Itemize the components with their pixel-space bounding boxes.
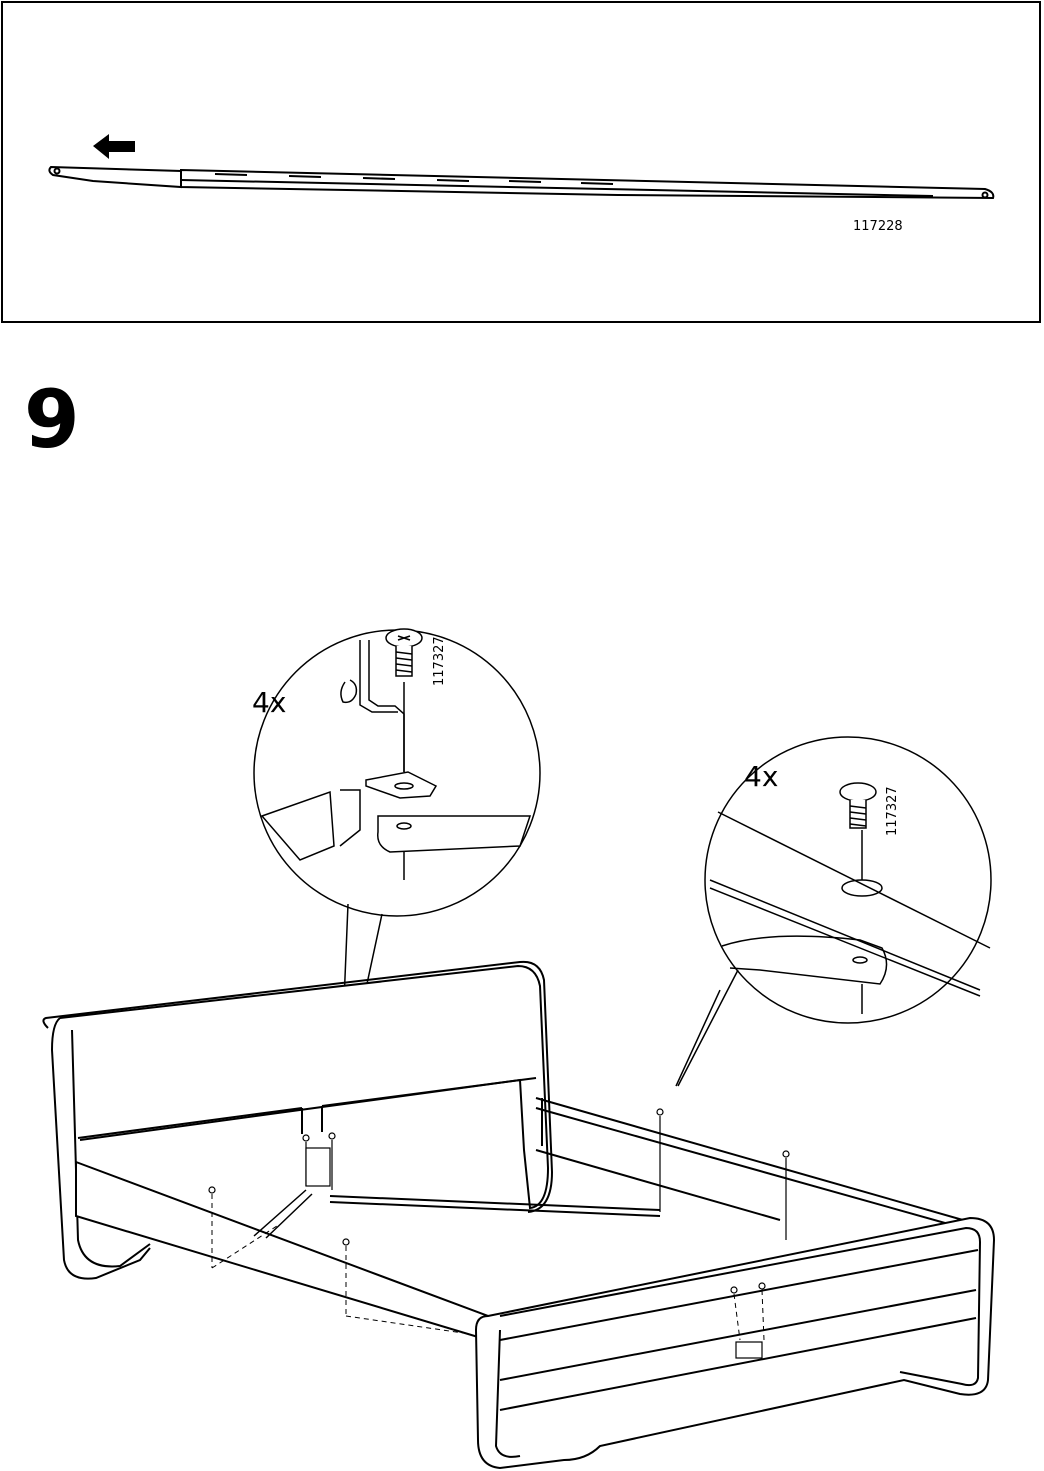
part-panel: 117228 [1,1,1041,323]
magnifier-right [676,737,991,1086]
slat-illustration: 117228 [3,3,1043,325]
step-number: 9 [24,380,80,460]
part-number-label: 117228 [853,219,903,234]
part-number-left: 117327 [432,636,447,686]
bed-assembly-diagram: 4x 117327 4x 117327 [0,600,1044,1471]
slat-rail [49,167,993,198]
part-number-right: 117327 [885,786,900,836]
quantity-label-left: 4x [252,686,286,719]
quantity-label-right: 4x [744,760,778,793]
bed-frame [43,962,994,1468]
left-arrow-icon [93,134,135,159]
